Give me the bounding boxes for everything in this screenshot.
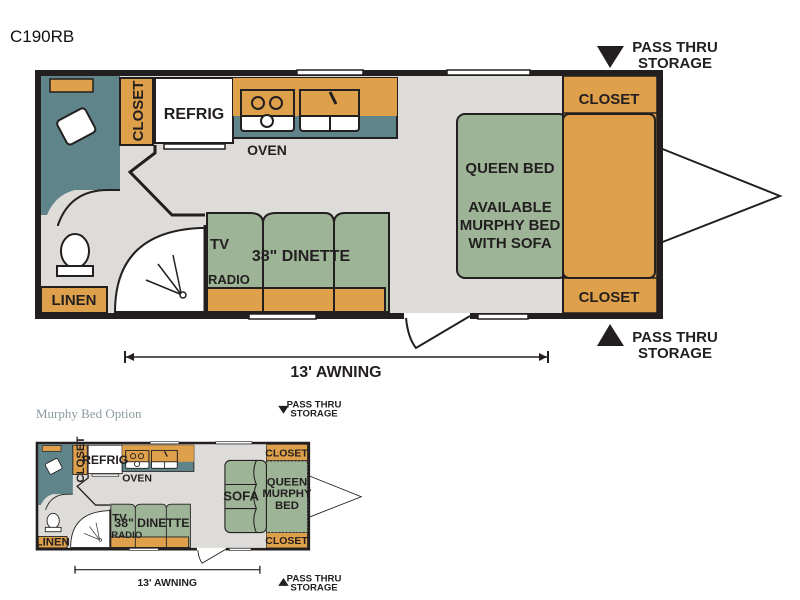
awning-label: 13' AWNING — [290, 364, 381, 381]
closet-bottom-label: CLOSET — [579, 289, 640, 306]
option-tv: TV — [112, 513, 127, 525]
option-pass-thru-bottom-2: STORAGE — [290, 582, 338, 593]
oven-label: OVEN — [247, 142, 287, 158]
pass-thru-top-1: PASS THRU — [632, 39, 718, 56]
murphy-bed-label-1: QUEEN — [267, 476, 307, 488]
murphy-text-1: AVAILABLE — [468, 199, 552, 216]
option-refrig: REFRIG — [82, 453, 128, 467]
closet-top-label: CLOSET — [579, 91, 640, 108]
up-arrow-icon — [597, 324, 624, 346]
pass-thru-top-2: STORAGE — [638, 55, 712, 72]
option-awning-label: 13' AWNING — [137, 578, 197, 589]
option-pass-thru-top-2: STORAGE — [290, 408, 338, 419]
model-title: C190RB — [10, 27, 74, 46]
option-oven: OVEN — [122, 473, 152, 484]
sofa-label: SOFA — [223, 489, 259, 504]
option-bath-closet: CLOSET — [75, 437, 87, 483]
murphy-option-floorplan: SOFA QUEEN MURPHY BED CLOSET CLOSET CLOS… — [36, 400, 363, 593]
radio-label: RADIO — [208, 272, 250, 287]
option-up-arrow-icon — [278, 578, 289, 586]
tv-label: TV — [210, 236, 229, 253]
option-linen: LINEN — [36, 537, 70, 549]
option-dinette: 38" DINETTE — [114, 516, 189, 530]
option-pass-thru-bottom-1: PASS THRU — [287, 574, 342, 585]
option-closet-top: CLOSET — [265, 449, 308, 460]
refrig-label: REFRIG — [164, 106, 224, 123]
pass-thru-bottom-2: STORAGE — [638, 345, 712, 362]
murphy-text-3: WITH SOFA — [468, 235, 551, 252]
queen-bed-label: QUEEN BED — [465, 160, 554, 177]
murphy-text-2: MURPHY BED — [460, 217, 561, 234]
bath-closet-label: CLOSET — [130, 81, 147, 142]
sofa — [224, 459, 267, 534]
down-arrow-icon — [597, 46, 624, 68]
option-heading: Murphy Bed Option — [36, 406, 142, 421]
murphy-bed-label-2: MURPHY — [262, 488, 312, 500]
pass-thru-bottom-1: PASS THRU — [632, 329, 718, 346]
option-radio: RADIO — [111, 530, 142, 541]
murphy-bed-label-3: BED — [275, 500, 299, 512]
main-floorplan: CLOSET REFRIG OVEN TV RADIO 38" DINETTE … — [38, 39, 780, 381]
linen-label: LINEN — [52, 292, 97, 309]
queen-bed — [456, 113, 568, 279]
awning-dimension — [124, 351, 549, 363]
option-closet-bottom: CLOSET — [265, 536, 308, 547]
option-down-arrow-icon — [278, 405, 289, 414]
dinette-label: 38" DINETTE — [252, 248, 351, 265]
option-pass-thru-top-1: PASS THRU — [287, 400, 342, 411]
